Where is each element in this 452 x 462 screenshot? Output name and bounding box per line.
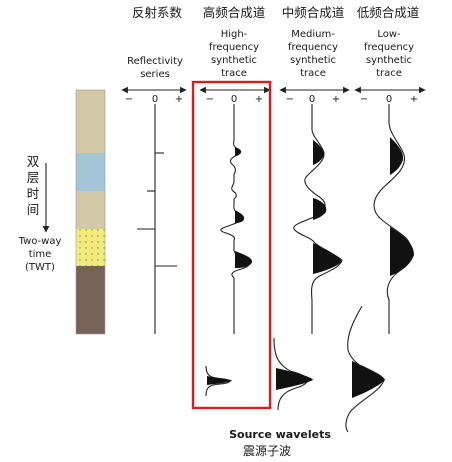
- stratum-layer-5: [76, 266, 105, 334]
- low-frequency-wavelet-lobe: [352, 361, 385, 398]
- high-frequency-highlight-box: [191, 80, 272, 410]
- reflectivity-minus-tick: −: [125, 94, 133, 105]
- stratum-layer-2: [76, 153, 105, 191]
- medium-frequency-minus-tick: −: [286, 94, 294, 105]
- reflectivity-zero-tick: 0: [152, 94, 158, 105]
- high-frequency-trace: [220, 104, 253, 334]
- low-frequency-trace: [373, 104, 414, 334]
- medium-frequency-trace: [293, 104, 343, 334]
- time-label-en-3: (TWT): [25, 262, 55, 273]
- low-frequency-zero-tick: 0: [386, 94, 392, 105]
- reflectivity-plus-tick: +: [175, 94, 183, 105]
- stratigraphic-column: [75, 89, 106, 335]
- medium-frequency-title-en-4: trace: [300, 68, 326, 79]
- medium-frequency-wavelet-lobe: [276, 368, 313, 390]
- high-frequency-lobe-2: [235, 210, 245, 223]
- time-label-cn-3: 时: [27, 186, 40, 201]
- medium-frequency-trace-line: [293, 104, 343, 334]
- reflectivity-title-en-2: series: [140, 69, 170, 80]
- source-wavelets-label-en: Source wavelets: [229, 428, 331, 441]
- medium-frequency-title-en-3: synthetic: [290, 55, 336, 66]
- stratum-layer-3: [76, 191, 105, 229]
- low-frequency-minus-tick: −: [360, 94, 368, 105]
- high-frequency-lobe-3: [235, 251, 253, 268]
- high-frequency-title-en-3: synthetic: [211, 55, 257, 66]
- high-frequency-minus-tick: −: [206, 94, 214, 105]
- high-frequency-plus-tick: +: [255, 94, 263, 105]
- high-frequency-zero-tick: 0: [231, 94, 237, 105]
- time-label-en-2: time: [29, 249, 52, 260]
- medium-frequency-title-en-1: Medium-: [291, 29, 335, 40]
- low-frequency-plus-tick: +: [410, 94, 418, 105]
- high-frequency-title-en-1: High-: [221, 29, 248, 40]
- medium-frequency-plus-tick: +: [332, 94, 340, 105]
- time-label-cn-4: 间: [27, 202, 40, 217]
- low-frequency-title-en-4: trace: [376, 68, 402, 79]
- stratum-layer-4-dots: [76, 229, 105, 266]
- medium-frequency-title-cn: 中频合成道: [282, 5, 345, 20]
- high-frequency-title-en-4: trace: [221, 68, 247, 79]
- stratum-column-outline: [75, 89, 106, 335]
- low-frequency-trace-line: [373, 104, 413, 334]
- medium-frequency-zero-tick: 0: [309, 94, 315, 105]
- high-frequency-lobe-1: [235, 147, 242, 156]
- low-frequency-title-en-2: frequency: [364, 42, 414, 53]
- medium-frequency-title-en-2: frequency: [288, 42, 338, 53]
- source-wavelets-label-cn: 震源子波: [243, 444, 291, 458]
- amplitude-axes: − 0 + − 0 + − 0 + − 0 +: [121, 86, 426, 105]
- medium-frequency-lobe-1: [313, 140, 324, 165]
- low-frequency-title-en-1: Low-: [377, 29, 401, 40]
- time-label-en-1: Two-way: [18, 236, 62, 247]
- high-frequency-title-en-2: frequency: [209, 42, 259, 53]
- time-label-cn-2: 层: [27, 170, 40, 185]
- reflectivity-series: [137, 104, 177, 334]
- source-wavelets: [205, 305, 385, 433]
- low-frequency-lobe-2: [390, 227, 414, 276]
- stratum-layer-1: [76, 90, 105, 153]
- time-axis-label: 双 层 时 间 Two-way time (TWT): [18, 154, 62, 273]
- high-frequency-title-cn: 高频合成道: [203, 5, 266, 20]
- low-frequency-lobe-1: [390, 137, 404, 175]
- low-frequency-title-cn: 低频合成道: [357, 5, 420, 20]
- medium-frequency-lobe-2: [313, 198, 327, 220]
- time-label-cn-1: 双: [27, 154, 40, 169]
- high-frequency-wavelet-lobe: [207, 376, 232, 385]
- medium-frequency-lobe-3: [313, 243, 342, 274]
- reflectivity-title-en-1: Reflectivity: [127, 56, 183, 67]
- low-frequency-title-en-3: synthetic: [366, 55, 412, 66]
- column-headers: 反射系数 高频合成道 中频合成道 低频合成道 Reflectivity seri…: [127, 5, 420, 80]
- reflectivity-title-cn: 反射系数: [132, 5, 183, 20]
